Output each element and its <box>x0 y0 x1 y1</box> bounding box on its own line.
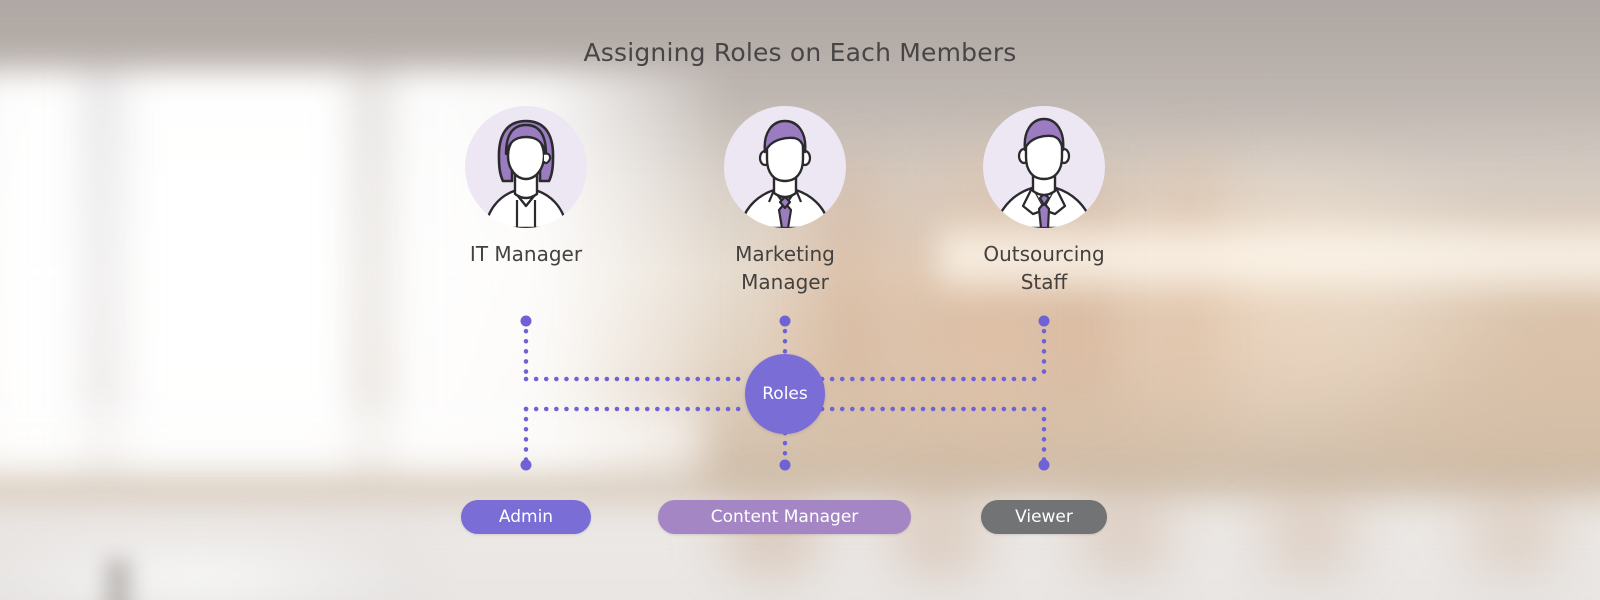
role-pill-viewer[interactable]: Viewer <box>981 500 1107 534</box>
female-avatar-icon <box>483 119 569 228</box>
role-pill-content-manager[interactable]: Content Manager <box>658 500 911 534</box>
male-avatar-tie-icon <box>738 119 832 228</box>
member-card-marketing-manager[interactable]: Marketing Manager <box>675 106 895 296</box>
roles-hub-label: Roles <box>762 384 808 404</box>
member-label: Outsourcing Staff <box>983 242 1105 294</box>
member-label: IT Manager <box>469 242 583 266</box>
endpoint-dot-bottom-middle <box>779 459 791 471</box>
background-warm-furniture <box>765 141 1600 516</box>
page-title: Assigning Roles on Each Members <box>583 38 1017 67</box>
endpoint-dot-top-right <box>1038 315 1050 327</box>
endpoint-dot-bottom-left <box>520 459 532 471</box>
role-pill-label: Admin <box>498 507 554 527</box>
male-avatar-suit-icon <box>993 117 1095 228</box>
endpoint-dot-top-middle <box>779 315 791 327</box>
background-light-glow <box>937 213 1600 300</box>
background-table-leg <box>105 559 132 600</box>
background-table <box>0 530 422 600</box>
avatar <box>465 106 587 228</box>
avatar <box>983 106 1105 228</box>
background-windows <box>0 69 732 473</box>
connector-endpoint-dots <box>520 315 1050 471</box>
member-card-outsourcing-staff[interactable]: Outsourcing Staff <box>934 106 1154 296</box>
avatar <box>724 106 846 228</box>
role-pill-admin[interactable]: Admin <box>461 500 591 534</box>
endpoint-dot-bottom-right <box>1038 459 1050 471</box>
endpoint-dot-top-left <box>520 315 532 327</box>
background-column-1 <box>834 156 861 401</box>
role-pill-label: Viewer <box>1015 507 1073 527</box>
member-card-it-manager[interactable]: IT Manager <box>416 106 636 268</box>
roles-hub[interactable]: Roles <box>745 354 825 434</box>
member-label: Marketing Manager <box>735 242 835 294</box>
role-pill-label: Content Manager <box>710 507 859 527</box>
